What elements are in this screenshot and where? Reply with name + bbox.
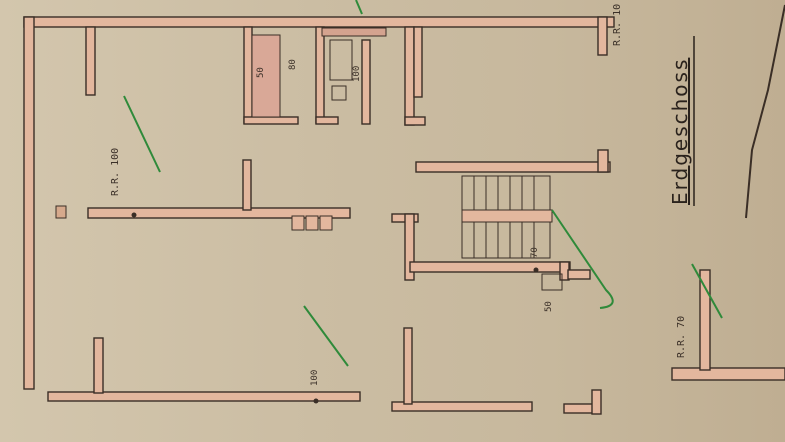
bathtub [251,34,281,118]
outlet-dot [313,398,319,404]
bath-fixtures [251,27,387,118]
central-wall [87,207,351,219]
label-bath-80: 80 [288,59,298,70]
interior-wall-top-left [85,26,96,96]
bath-wall-left [243,26,253,124]
bath-wall-right [361,39,371,125]
outlet-dot [131,212,137,218]
bath-wall-bottom [243,116,299,125]
label-rr-lower-right: R.R. 70 [676,315,687,358]
label-room-100: 100 [310,369,320,386]
bath-wall-top-right [413,26,423,98]
chimney-3 [319,215,333,231]
outer-wall-bottom-left [47,391,361,402]
stair-center-wall [461,209,553,223]
label-bath-50: 50 [256,67,266,78]
stair-wall-top [415,161,611,173]
green-marks [123,0,723,367]
outer-wall-right-stub-bottom [591,389,602,415]
interior-wall-lower-left [93,337,104,394]
wc [329,39,353,81]
stair-steps [461,175,553,259]
green-mark [355,0,363,15]
radiator-strip [321,27,387,37]
bath-wall-mid [315,26,325,124]
label-rr-top-right: R.R. 10 [612,3,623,46]
green-mark [303,305,349,367]
stair-wall-bottom [409,261,571,273]
green-mark [691,263,723,319]
wall-right-stub-top [597,16,608,56]
lower-right-wall-v [699,269,711,371]
label-stair-50: 50 [544,301,554,312]
window-marker [55,205,67,219]
bath-wall-bottom2 [315,116,339,125]
interior-wall-lower-mid [403,327,413,405]
outer-wall-left [23,16,35,390]
green-mark [123,95,161,173]
outer-wall-bottom-right [391,401,533,412]
green-mark [551,209,614,309]
bath-wall-right2 [404,26,415,126]
stair-wall-top-stub [597,149,609,173]
stair-wall-left [404,213,415,281]
lower-right-wall-h [671,367,785,381]
outer-wall-top [23,16,615,28]
page-title: Erdgeschoss [668,57,692,205]
label-bath-100: 100 [352,65,362,82]
radiator-small [541,273,563,291]
outlet-dot [533,267,539,273]
label-rr-left: R.R. 100 [110,147,121,196]
kitchen-fixtures [291,215,333,231]
bath-wall-right3 [404,116,426,126]
outlets [131,212,539,404]
stair-upper-run [461,175,551,211]
chimney-1 [291,215,305,231]
chimney-2 [305,215,319,231]
sheet-edge-line [745,4,785,219]
label-stair-70: 70 [530,247,540,258]
central-wall-upper [242,159,252,211]
stair-wall-bottom-right2 [567,269,591,280]
sink [331,85,347,101]
